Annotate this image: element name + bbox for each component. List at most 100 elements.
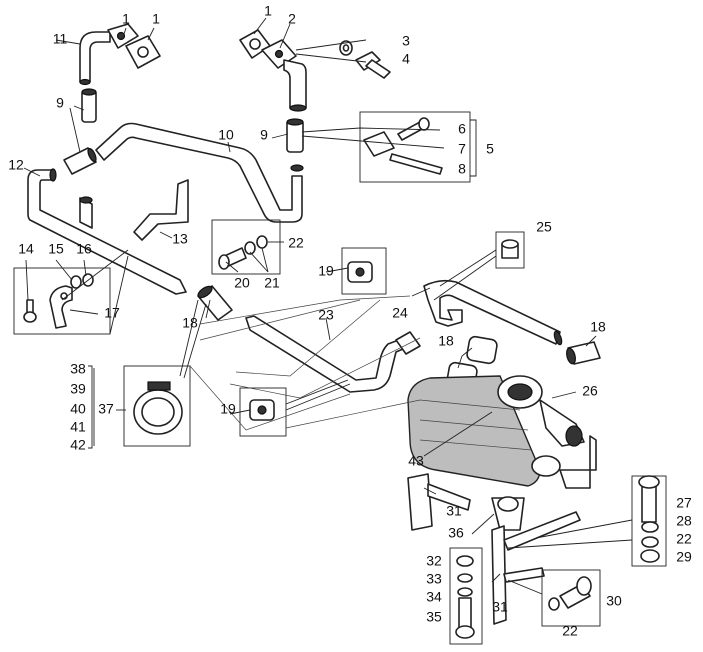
nut-32 [456,555,474,567]
label-part-12: 12 [8,157,24,173]
exhaust-elbow-right [261,39,307,112]
label-part-40: 40 [70,401,86,417]
bolt-27 [638,475,660,523]
label-part-34: 34 [426,589,442,605]
label-part-7: 7 [458,141,466,157]
label-part-1-c: 1 [264,3,272,19]
label-part-5: 5 [486,141,494,157]
label-part-15: 15 [48,241,64,257]
label-part-2: 2 [288,11,296,27]
bolt-detail-box-30 [541,569,601,627]
label-part-10: 10 [218,127,234,143]
connector-lines [189,295,421,431]
bolt-35 [455,597,475,639]
label-part-14: 14 [18,241,34,257]
clamp-37 [133,381,183,435]
label-part-39: 39 [70,381,86,397]
clamp-7 [363,131,395,157]
hose-18-left [197,285,233,321]
label-part-26: 26 [582,383,598,399]
label-part-43: 43 [408,453,424,469]
muffler-26 [407,375,597,489]
label-part-19-b: 19 [220,401,236,417]
nut-22 [256,235,268,249]
exhaust-tube-23 [245,315,421,393]
nut-29 [640,549,660,563]
label-part-20: 20 [234,275,250,291]
label-part-4: 4 [402,51,410,67]
washer-21 [244,241,256,255]
washer-28 [641,521,659,533]
exhaust-tube-12 [27,168,187,295]
label-part-17: 17 [104,305,120,321]
label-part-31-b: 31 [492,599,508,615]
leader-lines [23,17,633,595]
label-part-1-b: 1 [152,11,160,27]
label-part-18-b: 18 [590,319,606,335]
label-part-11: 11 [53,31,68,47]
label-part-8: 8 [458,161,466,177]
label-part-23: 23 [318,307,334,323]
label-part-42: 42 [70,437,86,453]
hose-9-right [286,118,304,153]
bracket-13 [133,179,189,241]
washer-22-right [641,536,659,548]
label-part-22-b: 22 [676,531,692,547]
brace-38-42 [88,365,93,449]
label-part-1-a: 1 [122,11,130,27]
hose-9-left [81,88,97,123]
washer-3 [339,40,353,56]
clamp-17 [49,285,73,329]
hose-18-right [566,341,601,365]
fastener-detail-box-right [631,475,667,567]
label-part-37: 37 [98,401,114,417]
label-part-9-b: 9 [260,127,268,143]
bracket-5-brace [470,119,477,177]
label-part-27: 27 [676,495,692,511]
label-part-24: 24 [392,305,408,321]
label-part-18-a: 18 [182,315,198,331]
label-part-13: 13 [172,231,188,247]
clamp-kit-box-5 [359,111,471,183]
label-part-41: 41 [70,419,86,435]
label-part-21: 21 [264,275,280,291]
exhaust-tube-10 [95,122,304,223]
label-part-29: 29 [676,549,692,565]
hose-9-bottom [63,147,97,175]
label-part-30: 30 [606,593,622,609]
bolt-14 [23,299,37,323]
bracket-36 [491,496,525,531]
label-part-3: 3 [402,33,410,49]
label-part-9-a: 9 [56,95,64,111]
bolt-30 [559,576,592,609]
label-part-31-a: 31 [446,503,462,519]
clamp-detail-box-37 [123,365,191,447]
label-part-16: 16 [76,241,92,257]
exhaust-elbow-left [79,23,139,86]
strip-8 [389,153,443,175]
cap-25 [501,239,519,259]
exhaust-tube-24 [423,279,563,346]
bracket-31-left [407,473,471,531]
bolt-4 [355,51,391,79]
clamp-19-lower [249,399,275,421]
label-part-33: 33 [426,571,442,587]
label-part-19-a: 19 [318,263,334,279]
clamp-detail-box-upper [341,247,387,295]
label-part-22-a: 22 [288,235,304,251]
fastener-detail-box-left [449,547,483,645]
label-part-32: 32 [426,553,442,569]
label-part-22-c: 22 [562,623,578,639]
bolt-20 [218,247,247,270]
bolt-6 [397,117,430,141]
label-part-38: 38 [70,361,86,377]
label-part-35: 35 [426,609,442,625]
washer-22-bottom [548,597,560,611]
washer-33 [457,573,473,583]
label-part-36: 36 [448,525,464,541]
clamp-19-upper [347,261,373,283]
label-part-6: 6 [458,121,466,137]
washer-34 [457,587,473,597]
label-part-25: 25 [536,219,552,235]
